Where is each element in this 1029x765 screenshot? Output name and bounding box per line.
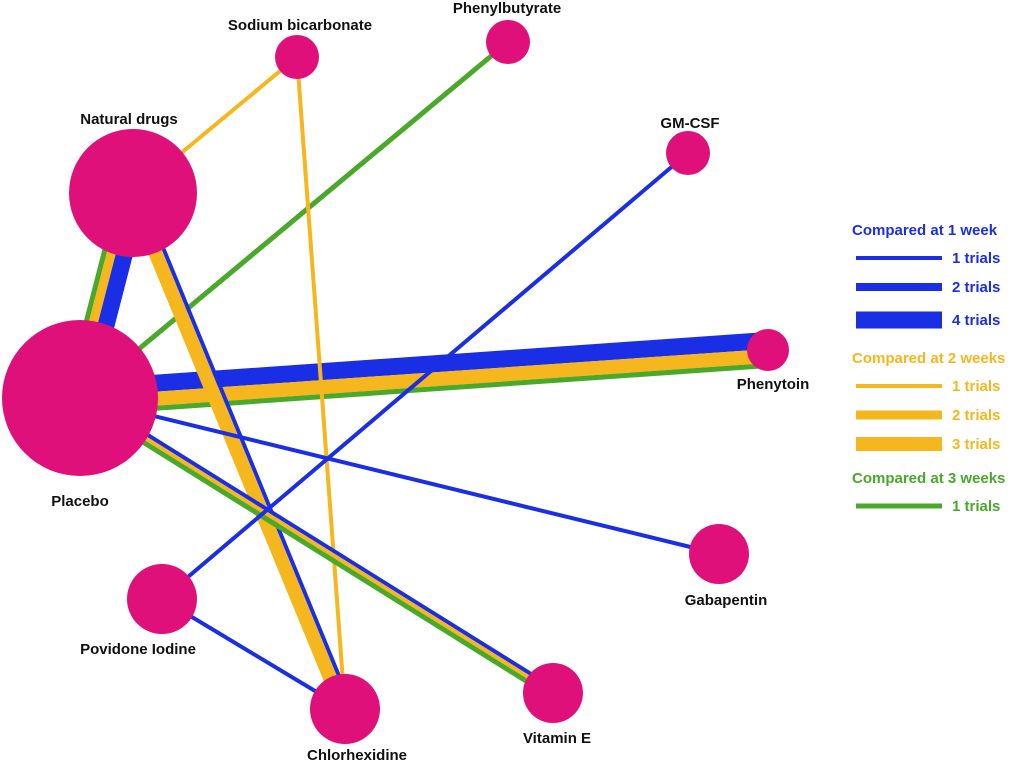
node-label-sodium: Sodium bicarbonate bbox=[228, 17, 372, 34]
legend-label-week1-2: 2 trials bbox=[952, 279, 1000, 296]
node-phenylbutyrate bbox=[486, 20, 530, 64]
node-povidone bbox=[127, 564, 197, 634]
node-label-vitamine: Vitamin E bbox=[523, 730, 591, 747]
edge-gmcsf-povidone-week1 bbox=[160, 151, 690, 601]
node-chlorhexidine bbox=[310, 674, 380, 744]
edge-placebo-vitamine-week3 bbox=[76, 399, 553, 699]
edge-povidone-chlorhexidine-week1 bbox=[160, 597, 347, 711]
edge-placebo-gabapentin-week1 bbox=[79, 396, 720, 556]
edge-natural-chlorhexidine-week2 bbox=[124, 191, 350, 713]
edge-placebo-vitamine-week2 bbox=[79, 395, 555, 695]
legend-title-week2: Compared at 2 weeks bbox=[852, 350, 1005, 367]
node-label-placebo: Placebo bbox=[51, 493, 109, 510]
edge-placebo-vitamine-week1 bbox=[81, 392, 557, 691]
legend-label-week2-1: 1 trials bbox=[952, 378, 1000, 395]
legend-title-week1: Compared at 1 week bbox=[852, 222, 998, 239]
node-label-gmcsf: GM-CSF bbox=[660, 115, 719, 132]
legend: Compared at 1 week 1 trials 2 trials 4 tria… bbox=[852, 222, 1005, 515]
edge-placebo-phenytoin-week3 bbox=[80, 362, 770, 416]
node-phenytoin bbox=[747, 329, 789, 371]
node-gabapentin bbox=[689, 524, 749, 584]
node-placebo bbox=[2, 320, 158, 476]
legend-label-week2-2: 2 trials bbox=[952, 407, 1000, 424]
edge-placebo-phenylbutyrate-week3 bbox=[78, 40, 510, 400]
node-natural bbox=[69, 129, 197, 257]
edge-placebo-phenytoin-week2 bbox=[79, 349, 769, 411]
edges-layer bbox=[64, 40, 770, 713]
legend-label-week3-1: 1 trials bbox=[952, 498, 1000, 515]
node-label-gabapentin: Gabapentin bbox=[685, 592, 768, 609]
edge-placebo-phenytoin-week1 bbox=[78, 332, 768, 398]
node-label-phenylbutyrate: Phenylbutyrate bbox=[453, 0, 561, 17]
legend-label-week1-1: 1 trials bbox=[952, 250, 1000, 267]
nodes-layer bbox=[2, 20, 789, 744]
node-sodium bbox=[275, 35, 319, 79]
node-gmcsf bbox=[666, 131, 710, 175]
node-label-phenytoin: Phenytoin bbox=[737, 376, 810, 393]
node-label-natural: Natural drugs bbox=[80, 111, 178, 128]
legend-title-week3: Compared at 3 weeks bbox=[852, 470, 1005, 487]
legend-label-week1-4: 4 trials bbox=[952, 312, 1000, 329]
edge-natural-chlorhexidine-week1 bbox=[137, 189, 354, 708]
edge-sodium-chlorhexidine-week2 bbox=[295, 56, 347, 710]
legend-label-week2-3: 3 trials bbox=[952, 436, 1000, 453]
node-vitamine bbox=[523, 663, 583, 723]
labels-layer: Natural drugs Sodium bicarbonate Phenylbut… bbox=[51, 0, 809, 764]
node-label-chlorhexidine: Chlorhexidine bbox=[307, 747, 407, 764]
node-label-povidone: Povidone Iodine bbox=[80, 641, 196, 658]
